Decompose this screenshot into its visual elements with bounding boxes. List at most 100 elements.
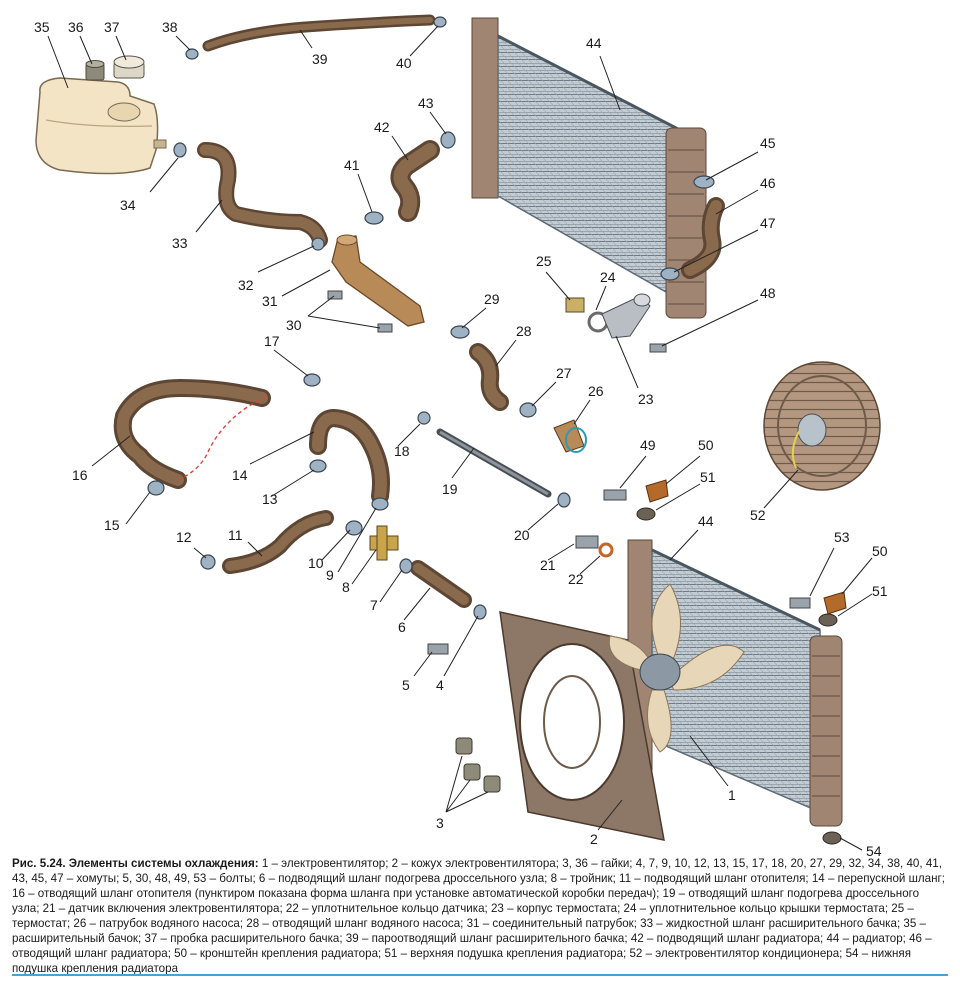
caption-body: 1 – электровентилятор; 2 – кожух электро… xyxy=(12,857,945,975)
connecting-pipe-31 xyxy=(331,234,425,327)
thermostat-housing-23 xyxy=(601,293,651,339)
clamp-13 xyxy=(309,459,327,473)
callout-44-lower: 44 xyxy=(698,513,714,529)
clamp-34 xyxy=(173,142,187,158)
radiator-bracket-50 xyxy=(645,479,669,503)
thermostat-25 xyxy=(565,297,585,313)
clamp-45 xyxy=(693,175,715,189)
clamp-40 xyxy=(433,16,447,28)
bolt-49 xyxy=(603,489,627,501)
callout-33: 33 xyxy=(172,235,188,251)
callout-53: 53 xyxy=(834,529,850,545)
callout-23: 23 xyxy=(638,391,654,407)
callout-46: 46 xyxy=(760,175,776,191)
clamp-12 xyxy=(200,554,216,570)
tank-cap-37 xyxy=(113,55,145,79)
callout-numbers: 35 36 37 38 39 40 44 43 42 41 34 33 32 3… xyxy=(34,19,888,859)
clamp-43 xyxy=(440,131,456,149)
callout-34: 34 xyxy=(120,197,136,213)
callout-5: 5 xyxy=(402,677,410,693)
callout-16: 16 xyxy=(72,467,88,483)
clamp-17 xyxy=(303,373,321,387)
callout-40: 40 xyxy=(396,55,412,71)
callout-9: 9 xyxy=(326,567,334,583)
callout-38: 38 xyxy=(162,19,178,35)
radiator-bracket-50-lower xyxy=(823,591,847,615)
bolt-53 xyxy=(789,597,811,609)
callout-29: 29 xyxy=(484,291,500,307)
callout-47: 47 xyxy=(760,215,776,231)
callout-21: 21 xyxy=(540,557,556,573)
callout-8: 8 xyxy=(342,579,350,595)
callout-19: 19 xyxy=(442,481,458,497)
callout-39: 39 xyxy=(312,51,328,67)
callout-51-upper: 51 xyxy=(700,469,716,485)
callout-4: 4 xyxy=(436,677,444,693)
callout-30: 30 xyxy=(286,317,302,333)
callout-43: 43 xyxy=(418,95,434,111)
callout-32: 32 xyxy=(238,277,254,293)
callout-18: 18 xyxy=(394,443,410,459)
bolt-48 xyxy=(649,343,667,353)
figure-caption: Рис. 5.24. Элементы системы охлаждения: … xyxy=(12,856,948,976)
callout-51-lower: 51 xyxy=(872,583,888,599)
electric-fan-1 xyxy=(608,583,745,753)
callout-49: 49 xyxy=(640,437,656,453)
callout-2: 2 xyxy=(590,831,598,847)
callout-28: 28 xyxy=(516,323,532,339)
callout-50-upper: 50 xyxy=(698,437,714,453)
callout-44-upper: 44 xyxy=(586,35,602,51)
callout-20: 20 xyxy=(514,527,530,543)
callout-37: 37 xyxy=(104,19,120,35)
hose-clamps xyxy=(147,16,715,620)
clamp-47 xyxy=(660,267,680,281)
caption-title: Рис. 5.24. Элементы системы охлаждения: xyxy=(12,857,259,870)
clamp-29 xyxy=(450,325,470,339)
callout-14: 14 xyxy=(232,467,248,483)
clamp-7 xyxy=(399,558,413,574)
clamp-15 xyxy=(147,480,165,496)
callout-45: 45 xyxy=(760,135,776,151)
leader-lines xyxy=(47,25,873,851)
bolt-5 xyxy=(427,643,449,655)
cooling-system-diagram: 35 36 37 38 39 40 44 43 42 41 34 33 32 3… xyxy=(34,14,888,859)
clamp-4 xyxy=(473,604,487,620)
callout-54: 54 xyxy=(866,843,882,859)
sensor-seal-22 xyxy=(598,542,614,558)
callout-6: 6 xyxy=(398,619,406,635)
clamp-41 xyxy=(364,211,384,225)
callout-25: 25 xyxy=(536,253,552,269)
callout-10: 10 xyxy=(308,555,324,571)
radiator-cushion-51 xyxy=(636,507,656,521)
caption-rule xyxy=(12,974,948,976)
pump-pipe-26 xyxy=(553,419,587,453)
radiator-cushion-51-lower xyxy=(818,613,838,627)
callout-12: 12 xyxy=(176,529,192,545)
callout-52: 52 xyxy=(750,507,766,523)
clamp-18 xyxy=(417,411,431,425)
clamp-9 xyxy=(371,497,389,511)
fan-switch-sensor-21 xyxy=(575,535,599,549)
callout-1: 1 xyxy=(728,787,736,803)
lower-radiator-cushion-54 xyxy=(822,831,842,845)
callout-50-lower: 50 xyxy=(872,543,888,559)
nut-36 xyxy=(85,60,105,81)
clamp-38 xyxy=(185,48,199,60)
ac-fan-52 xyxy=(763,361,881,491)
callout-27: 27 xyxy=(556,365,572,381)
expansion-tank xyxy=(35,77,167,175)
callout-3: 3 xyxy=(436,815,444,831)
nuts-3 xyxy=(455,737,501,793)
tee-fitting-8 xyxy=(369,525,399,561)
callout-24: 24 xyxy=(600,269,616,285)
callout-22: 22 xyxy=(568,571,584,587)
callout-36: 36 xyxy=(68,19,84,35)
callout-35: 35 xyxy=(34,19,50,35)
callout-7: 7 xyxy=(370,597,378,613)
callout-11: 11 xyxy=(228,527,243,543)
callout-15: 15 xyxy=(104,517,120,533)
callout-13: 13 xyxy=(262,491,278,507)
callout-48: 48 xyxy=(760,285,776,301)
callout-42: 42 xyxy=(374,119,390,135)
clamp-10 xyxy=(345,520,363,536)
